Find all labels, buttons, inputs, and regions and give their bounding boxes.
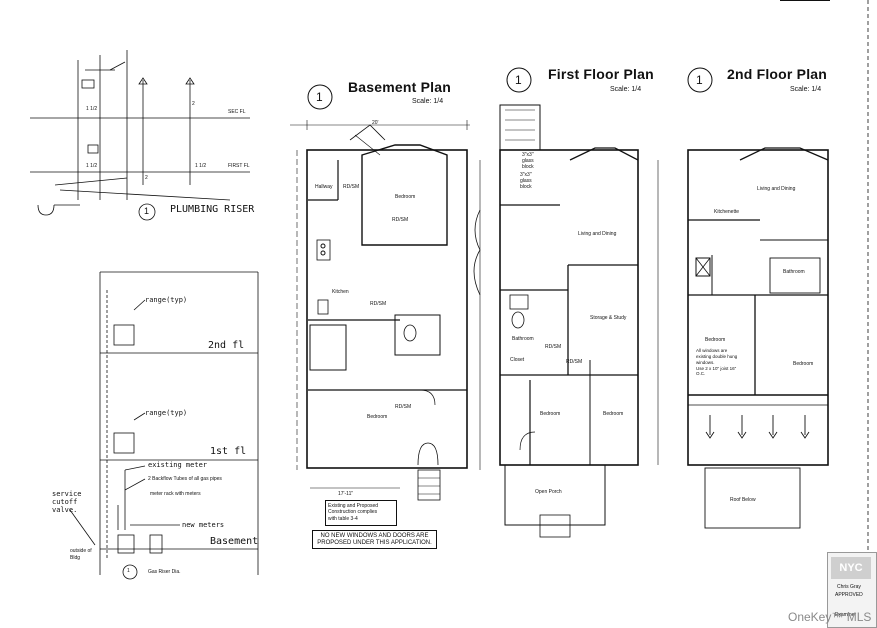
basement-note: Construction complies xyxy=(328,509,378,516)
room-tag: RD/SM xyxy=(545,344,562,350)
basement-dim-top: 20' xyxy=(372,120,379,126)
first-floor-room-storage: Storage & Study xyxy=(590,315,627,321)
first-floor-room-closet: Closet xyxy=(510,357,525,363)
second-floor-room-bedroom: Bedroom xyxy=(705,337,726,343)
second-floor-room-bedroom: Bedroom xyxy=(793,361,814,367)
gas-new-meters-label: new meters xyxy=(182,521,225,529)
gas-existing-meter-label: existing meter xyxy=(148,461,208,469)
pipe-size-label: 1 1/2 xyxy=(86,106,98,112)
nyc-approval-stamp: NYC Chris Gray APPROVED Examiner xyxy=(827,552,877,628)
second-floor-title: 2nd Floor Plan xyxy=(727,66,828,82)
pipe-size-label: 1 1/2 xyxy=(86,163,98,169)
room-tag: RD/SM xyxy=(370,301,387,307)
gas-backflow-label: 2 Backflow Tubes of all gas pipes xyxy=(148,476,222,482)
plumbing-riser-lines xyxy=(30,50,250,221)
plumbing-floor-label: FIRST FL xyxy=(228,163,250,169)
basement-room-kitchen: Kitchen xyxy=(332,289,349,295)
second-floor-note: windows. xyxy=(696,359,715,365)
second-floor-note: Use 2 x 10" joist 16" xyxy=(696,365,737,371)
room-tag: RD/SM xyxy=(566,359,583,365)
gas-floor-2-label: 2nd fl xyxy=(208,340,245,351)
first-floor-room-porch: Open Porch xyxy=(535,489,562,495)
second-floor-room-kitchen: Kitchenette xyxy=(714,209,740,215)
glass-block-label: 3"x3" glass block xyxy=(522,152,534,170)
second-floor-scale: Scale: 1/4 xyxy=(790,86,822,93)
room-tag: RD/SM xyxy=(343,184,360,190)
gas-riser-lines xyxy=(69,271,259,580)
second-floor-note: All windows are xyxy=(696,348,728,353)
first-floor-room-living: Living and Dining xyxy=(578,231,617,237)
first-floor-room-bedroom: Bedroom xyxy=(603,411,624,417)
gas-range-label: range(typ) xyxy=(145,296,188,304)
room-tag: RD/SM xyxy=(395,404,412,410)
first-floor-number: 1 xyxy=(515,73,522,87)
plumbing-riser-title: PLUMBING RISER xyxy=(170,204,255,215)
gas-range-label: range(typ) xyxy=(145,409,188,417)
basement-scale: Scale: 1/4 xyxy=(412,98,444,105)
first-floor-room-bedroom: Bedroom xyxy=(540,411,561,417)
first-floor-room-bathroom: Bathroom xyxy=(512,336,534,342)
second-floor-notes: All windows are existing double hung win… xyxy=(696,348,737,377)
plumbing-floor-label: SEC FL xyxy=(228,109,246,115)
watermark: OneKey™ MLS xyxy=(788,610,872,624)
plumbing-riser-number: 1 xyxy=(144,206,150,216)
second-floor-note: O.C. xyxy=(696,371,706,377)
nyc-logo: NYC xyxy=(831,557,871,579)
basement-warning-box: NO NEW WINDOWS AND DOORS ARE PROPOSED UN… xyxy=(312,530,437,549)
second-floor-room-roof: Roof Below xyxy=(730,497,756,503)
basement-dim-bottom: 17'-11" xyxy=(338,491,354,497)
stamp-line: APPROVED xyxy=(835,592,863,598)
first-floor-scale: Scale: 1/4 xyxy=(610,86,642,93)
gas-riser-number: 1 xyxy=(127,568,130,574)
basement-title: Basement Plan xyxy=(348,79,451,95)
basement-number: 1 xyxy=(316,90,323,104)
second-floor-room-bathroom: Bathroom xyxy=(783,269,805,275)
basement-notes-box: Existing and Proposed Construction compl… xyxy=(325,500,397,526)
first-floor-plan-lines xyxy=(473,67,639,538)
basement-room-bedroom: Bedroom xyxy=(395,194,416,200)
glass-block-label: 3"x3" glass block xyxy=(520,172,532,190)
pipe-size-label: 2 xyxy=(145,175,148,181)
basement-note: Existing and Proposed xyxy=(328,503,379,509)
pipe-size-label: 2 xyxy=(192,101,195,107)
pipe-size-label: 1 1/2 xyxy=(195,163,207,169)
second-floor-note: existing double hung xyxy=(696,353,738,359)
basement-note: with table 3-4 xyxy=(328,515,358,522)
gas-service-label: service cutoff valve. xyxy=(52,490,82,515)
second-floor-room-living: Living and Dining xyxy=(757,186,796,192)
room-tag: RD/SM xyxy=(392,217,409,223)
gas-meter-rack-label: meter rack with meters xyxy=(150,491,201,497)
gas-outside-label: outside of Bldg xyxy=(70,548,92,561)
gas-riser-title: Gas Riser Dia. xyxy=(148,569,181,575)
gas-basement-label: Basement xyxy=(210,536,259,547)
basement-plan-lines xyxy=(290,84,481,501)
second-floor-plan-lines xyxy=(657,67,829,529)
basement-room-bedroom: Bedroom xyxy=(367,414,388,420)
second-floor-number: 1 xyxy=(696,73,703,87)
basement-warning: NO NEW WINDOWS AND DOORS ARE PROPOSED UN… xyxy=(317,533,432,547)
stamp-line: Examiner xyxy=(835,612,857,618)
stamp-line: Chris Gray xyxy=(837,584,861,590)
gas-floor-1-label: 1st fl xyxy=(210,446,247,457)
first-floor-title: First Floor Plan xyxy=(548,66,654,82)
basement-room-hallway: Hallway xyxy=(315,184,333,190)
